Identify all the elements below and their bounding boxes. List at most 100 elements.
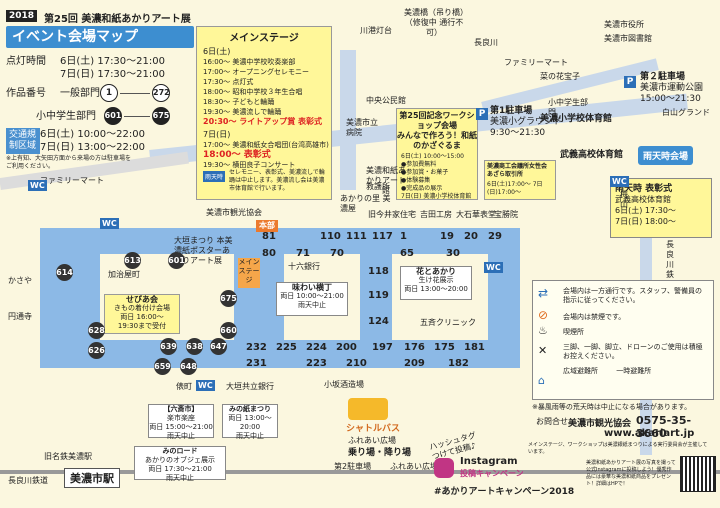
workshop-box: 第25回記念ワークショップ会場 みんなで作ろう！和紙のかざぐるま 6日(土) 1… (396, 108, 478, 200)
kankou-label: 美濃市観光協会 (206, 208, 262, 217)
sakazuki-label: 俵町 (176, 382, 192, 391)
legend-temp-label: 一時避難所 (616, 367, 652, 375)
wc-icon: WC (28, 180, 47, 191)
qr-code-icon[interactable] (680, 456, 716, 492)
work-231: 231 (246, 358, 267, 369)
stage-item: 18:00～ 昭和中学校３年生合唱 (203, 88, 303, 96)
shuttle-label: シャトルバス (346, 424, 401, 434)
kyu-label: 旧今井家住宅 (368, 210, 416, 219)
student-label: 小中学生部門 (36, 111, 96, 122)
minodo-d2: 雨天中止 (236, 432, 264, 440)
contact-org: 美濃市観光協会 (568, 419, 632, 429)
yoshida-label: 吉田工房 (420, 210, 452, 219)
stage-day2: 7日(日) (203, 130, 231, 139)
work-659: 659 (154, 358, 171, 375)
stage-item: 19:30～ 美濃流しで輪踊 (203, 108, 282, 116)
mino-road-box: みのロード あかりのオブジェ展示 両日 17:30～21:00 雨天中止 (134, 446, 226, 482)
familymart-west: ファミリーマート (40, 176, 104, 185)
work-176: 176 (404, 342, 425, 353)
rail-label: 長良川鉄道 (8, 476, 48, 485)
hana-box: 花とあかり 生け花展示 両日 13:00～20:00 (400, 266, 472, 300)
work-638: 638 (186, 338, 203, 355)
parking-1-time: 9:30～21:30 (490, 128, 546, 138)
ajiwai-box: 味わい横丁 両日 10:00～21:00 雨天中止 (276, 282, 348, 316)
workshop-date2: 7日(日) (401, 193, 422, 200)
insta-campaign: 投稿キャンペーン (460, 469, 524, 478)
main-stage-box: メインステージ 6日(土) 16:00～ 美濃中学校吹奏楽部 17:00～ オー… (196, 26, 332, 200)
legend-shelter-label: 広域避難所 (563, 367, 598, 375)
workshop-place: 美濃小学校体育館 (423, 193, 472, 200)
traffic-day1: 6日(土) 10:00～22:00 (40, 129, 145, 140)
parking-2-time: 15:00～21:30 (640, 94, 701, 104)
works-to: 272 (152, 84, 170, 102)
parking-1-icon: P (476, 108, 488, 120)
railway (0, 470, 720, 474)
work-660: 660 (220, 322, 237, 339)
kimono-d1: 両日 16:00～ (120, 313, 164, 321)
work-124: 124 (368, 316, 389, 327)
work-19: 19 (440, 231, 454, 242)
legend-oneway: 会場内は一方通行です。スタッフ、警備員の指示に従ってください。 (563, 287, 703, 304)
work-119: 119 (368, 290, 389, 301)
work-65: 65 (400, 248, 414, 259)
workshop-bullet: ●体験募集 (401, 177, 431, 184)
work-601: 601 (168, 252, 185, 269)
work-181: 181 (464, 342, 485, 353)
shirayama-label: 白山グランド (662, 108, 710, 117)
juroku-label: 十六銀行 (288, 262, 320, 271)
works-from: 1 (100, 84, 118, 102)
traffic-label: 交通規制区域 (6, 128, 40, 154)
traffic-day2: 7日(日) 13:00～22:00 (40, 142, 145, 153)
rokkasyo-box: 【六斎市】 楽市楽座 両日 15:00～21:00 雨天中止 (148, 404, 214, 440)
workshop-details: 6日(土) 10:00～15:00 ●参加費無料 ●参加賞・お菓子 ●体験募集 … (401, 153, 477, 201)
otaya-label: 大垣まつり 本美濃紙ポスターあかりアート展 (174, 236, 233, 265)
contact-phone: 0575-35-3660 (636, 414, 692, 440)
work-210: 210 (346, 358, 367, 369)
hosp-label: 美濃市立 病院 (346, 118, 378, 137)
work-628: 628 (88, 322, 105, 339)
nagara-label: 長良川 (474, 38, 498, 47)
insta-hashtag: #あかりアートキャンペーン2018 (434, 487, 575, 497)
work-117: 117 (372, 231, 393, 242)
library-label: 美濃市図書館 (604, 34, 652, 43)
parking-2-place: 美濃市運動公園 (640, 83, 704, 93)
work-225: 225 (276, 342, 297, 353)
bukiyo-gym: 武義高校体育館 (560, 150, 624, 160)
rain-ceremony-place: 武義高校体育館 (615, 195, 671, 204)
rain-ceremony-d1: 6日(土) 17:30～ (615, 206, 676, 215)
workshop-bullet: ●参加賞・お菓子 (401, 169, 449, 176)
work-1: 1 (400, 231, 407, 242)
daiyamachi-label: 大垣共立銀行 (226, 382, 274, 391)
fureai2-stop: ふれあい広場 (390, 462, 438, 471)
ajiwai-d2: 雨天中止 (298, 301, 326, 309)
shoko-time: 6日(土)17:00～ 7日(日)17:00～ (487, 181, 543, 196)
work-20: 20 (464, 231, 478, 242)
light-day1: 6日(土) 17:30～21:00 (60, 56, 165, 67)
minodo-d1: 両日 13:00～20:00 (228, 414, 272, 431)
legend-warn: ※暴風雨等の荒天時は中止になる場合があります。 (532, 403, 692, 411)
stage-item: 17:00～ 美濃和紙女合唱団(台湾高雄市) (203, 141, 329, 149)
minodo-box: みの紙まつり 両日 13:00～20:00 雨天中止 (222, 404, 278, 440)
mino-road-d2: 雨天中止 (166, 474, 194, 482)
smoke-icon: ♨ (538, 324, 548, 337)
workshop-sub: みんなで作ろう！和紙のかざぐるま (397, 131, 477, 150)
work-71: 71 (296, 248, 310, 259)
takara-label: 宝勝院 (494, 210, 518, 219)
work-614: 614 (56, 264, 73, 281)
stage-highlight: 20:30～ ライトアップ賞 表彰式 (203, 117, 323, 126)
workshop-time1: 10:00～15:00 (423, 153, 465, 160)
shoko-title: 美濃商工会議所女性会 あざら取引所 (487, 163, 548, 178)
work-232: 232 (246, 342, 267, 353)
student-div-label: 小中学生部門 (548, 98, 588, 117)
work-648: 648 (180, 358, 197, 375)
work-175: 175 (434, 342, 455, 353)
shelter-icon: ⌂ (538, 374, 545, 387)
kimono-box: せびあ会 きもの着付け会場 両日 16:00～ 19:30まで受付 (104, 294, 180, 334)
bridge-label: 美濃橋（吊り橋）（修復中 通行不可） (404, 8, 464, 37)
workshop-bullet: ●参加費無料 (401, 161, 437, 168)
rain-ceremony-box: 雨天時 表彰式 武義高校体育館 6日(土) 17:30～ 7日(日) 18:00… (610, 178, 712, 238)
legend-drone: 三脚、一脚、脚立、ドローンのご使用は積極お控えください。 (563, 343, 703, 360)
school-gym: 美濃小学校体育館 (540, 114, 613, 124)
insta-desc: 美濃和紙あかりアート展の写真を撮って公式Instagramに投稿しよう！優秀作品… (586, 460, 676, 487)
kasaya-label: かさや (8, 276, 32, 285)
